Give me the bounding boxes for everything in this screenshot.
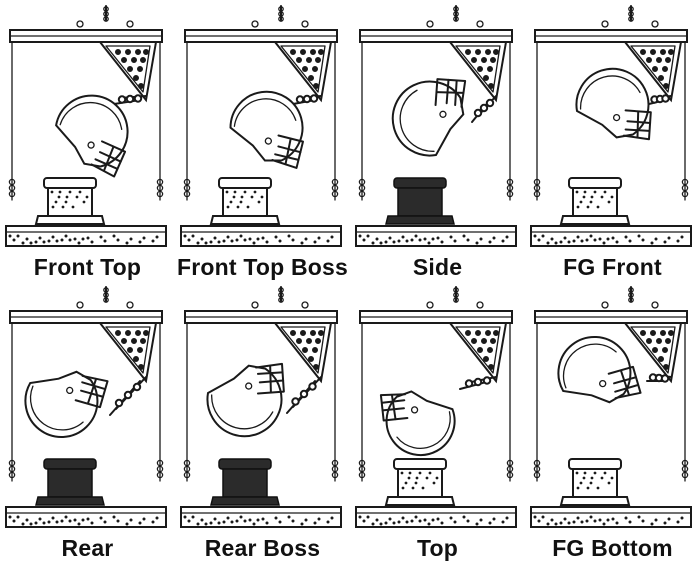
- support-arm: [292, 94, 322, 105]
- facemask: [255, 362, 285, 395]
- impact-rig-drawing: [530, 5, 692, 247]
- anvil: [384, 458, 456, 506]
- support-arm: [646, 373, 672, 383]
- anvil: [559, 458, 631, 506]
- helmet: [229, 90, 304, 169]
- impact-rig-drawing: [180, 5, 342, 247]
- anvil: [209, 177, 281, 225]
- facemask: [622, 109, 652, 141]
- support-arm: [109, 376, 147, 416]
- gusset-plate: [97, 41, 158, 103]
- suspension-hook: [601, 286, 659, 309]
- test-panel: Front Top Boss: [175, 0, 350, 281]
- helmet: [206, 362, 285, 438]
- base-platform: [180, 225, 342, 247]
- facemask: [607, 365, 642, 400]
- helmet-shell: [391, 80, 465, 157]
- panel-label: FG Bottom: [552, 535, 673, 561]
- anvil: [559, 177, 631, 225]
- impact-rig-drawing: [530, 286, 692, 528]
- base-platform: [530, 225, 692, 247]
- gusset-plate: [97, 322, 158, 384]
- suspension-hook: [251, 286, 309, 309]
- impact-rig-drawing: [355, 286, 517, 528]
- support-arm: [459, 376, 497, 390]
- helmet-shell: [557, 336, 632, 404]
- helmet-shell: [206, 364, 283, 438]
- base-platform: [180, 506, 342, 528]
- test-panel: FG Bottom: [525, 281, 700, 562]
- suspension-hook: [426, 5, 484, 28]
- panel-label: Front Top: [33, 254, 142, 280]
- facemask: [379, 393, 409, 422]
- suspension-hook: [76, 286, 134, 309]
- panel-label: FG Front: [563, 254, 662, 280]
- panel-label: Rear: [61, 535, 114, 561]
- test-panel: Rear Boss: [175, 281, 350, 562]
- panel-label: Rear Boss: [204, 535, 321, 561]
- gusset-plate: [622, 41, 683, 103]
- test-panel: Front Top: [0, 0, 175, 281]
- helmet: [24, 370, 109, 438]
- drop-rig: [355, 286, 517, 528]
- suspension-hook: [76, 5, 134, 28]
- helmet-shell: [24, 370, 99, 438]
- suspension-hook: [426, 286, 484, 309]
- suspension-hook: [251, 5, 309, 28]
- drop-rig: [530, 5, 692, 247]
- helmet-shell: [229, 90, 304, 162]
- base-platform: [530, 506, 692, 528]
- base-platform: [5, 225, 167, 247]
- anvil: [34, 177, 106, 225]
- drop-rig: [5, 5, 167, 247]
- test-panel: Top: [350, 281, 525, 562]
- support-arm: [471, 95, 497, 123]
- drop-rig: [180, 5, 342, 247]
- helmet: [379, 390, 456, 457]
- panel-label: Front Top Boss: [176, 254, 349, 280]
- gusset-plate: [272, 41, 333, 103]
- support-arm: [648, 94, 672, 105]
- base-platform: [5, 506, 167, 528]
- support-arm: [113, 94, 147, 105]
- impact-rig-drawing: [5, 5, 167, 247]
- gusset-plate: [447, 41, 508, 103]
- facemask: [434, 78, 467, 108]
- helmet: [557, 336, 642, 404]
- facemask: [90, 140, 127, 178]
- impact-rig-drawing: [5, 286, 167, 528]
- gusset-plate: [447, 322, 508, 384]
- facemask: [74, 374, 109, 409]
- drop-rig: [530, 286, 692, 528]
- base-platform: [355, 225, 517, 247]
- gusset-plate: [622, 322, 683, 384]
- helmet-shell: [385, 390, 456, 457]
- drop-rig: [355, 5, 517, 247]
- impact-rig-drawing: [180, 286, 342, 528]
- impact-rig-drawing: [355, 5, 517, 247]
- anvil: [35, 458, 105, 506]
- helmet: [55, 94, 129, 178]
- helmet: [391, 78, 467, 157]
- drop-rig: [180, 286, 342, 528]
- anvil: [385, 177, 455, 225]
- helmet: [575, 67, 652, 141]
- gusset-plate: [272, 322, 333, 384]
- panel-label: Side: [412, 254, 463, 280]
- support-arm: [286, 376, 322, 414]
- helmet-shell: [55, 94, 129, 168]
- helmet-shell: [575, 67, 650, 139]
- suspension-hook: [601, 5, 659, 28]
- test-panel: Side: [350, 0, 525, 281]
- facemask: [271, 134, 304, 169]
- panel-label: Top: [416, 535, 459, 561]
- test-panel: FG Front: [525, 0, 700, 281]
- test-panel: Rear: [0, 281, 175, 562]
- anvil: [210, 458, 280, 506]
- drop-rig: [5, 286, 167, 528]
- base-platform: [355, 506, 517, 528]
